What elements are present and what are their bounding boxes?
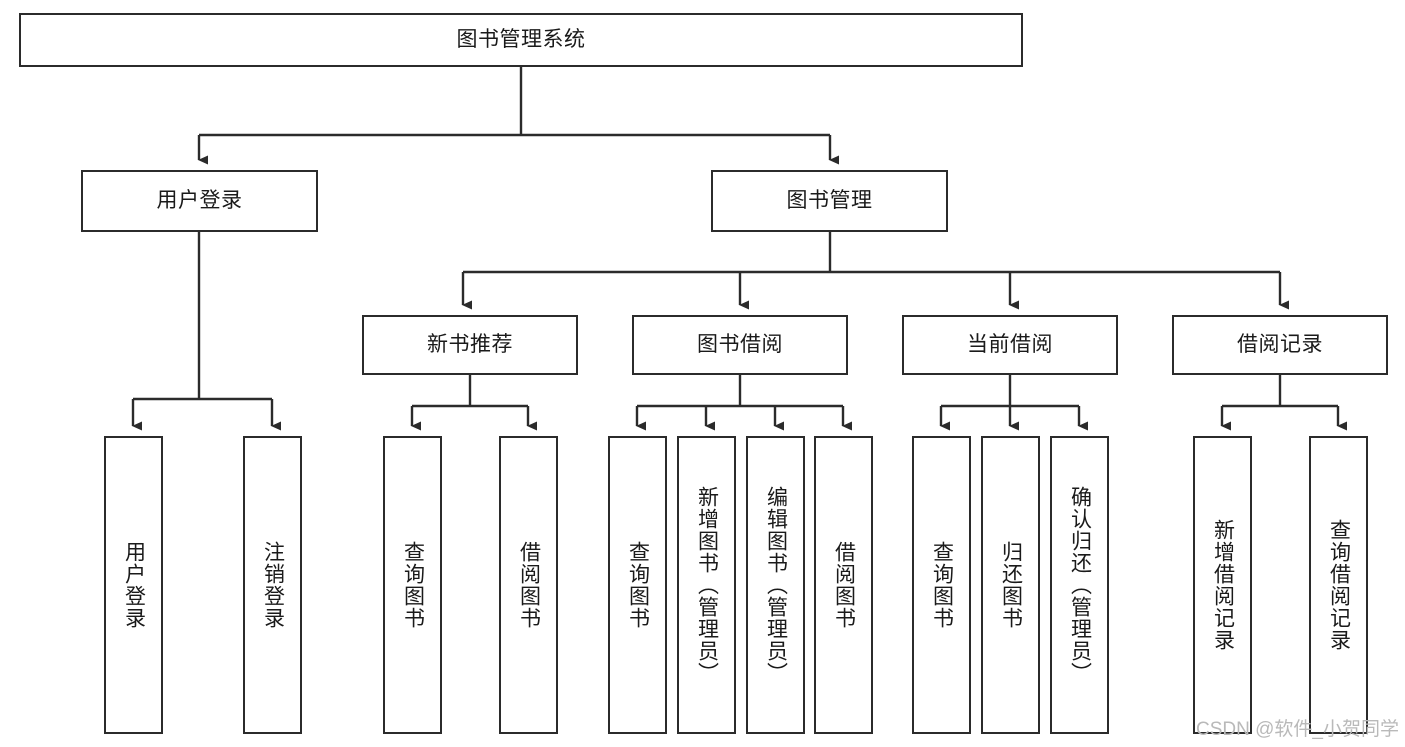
leaf-borrow-borrow-book[interactable]: 借阅图书 [814, 436, 873, 734]
node-label: 查询图书 [626, 541, 650, 629]
node-label: 编辑图书（管理员） [764, 486, 788, 684]
leaf-current-query-book[interactable]: 查询图书 [912, 436, 971, 734]
node-label: 当前借阅 [967, 332, 1053, 356]
node-book-borrow[interactable]: 图书借阅 [632, 315, 848, 375]
leaf-recommend-borrow-book[interactable]: 借阅图书 [499, 436, 558, 734]
leaf-borrow-edit-book-admin[interactable]: 编辑图书（管理员） [746, 436, 805, 734]
node-label: 查询图书 [930, 541, 954, 629]
node-label: 查询图书 [401, 541, 425, 629]
node-current-borrow[interactable]: 当前借阅 [902, 315, 1118, 375]
node-book-management[interactable]: 图书管理 [711, 170, 948, 232]
node-label: 借阅图书 [517, 541, 541, 629]
node-label: 注销登录 [261, 541, 285, 629]
node-user-login[interactable]: 用户登录 [81, 170, 318, 232]
leaf-record-query-record[interactable]: 查询借阅记录 [1309, 436, 1368, 734]
node-label: 用户登录 [156, 188, 243, 212]
node-new-book-recommend[interactable]: 新书推荐 [362, 315, 578, 375]
node-label: 图书管理系统 [456, 27, 586, 51]
node-label: 归还图书 [999, 541, 1023, 629]
node-label: 查询借阅记录 [1327, 519, 1351, 651]
node-label: 图书管理 [786, 188, 873, 212]
node-root-system[interactable]: 图书管理系统 [19, 13, 1023, 67]
node-label: 新增图书（管理员） [695, 486, 719, 684]
leaf-current-confirm-return-admin[interactable]: 确认归还（管理员） [1050, 436, 1109, 734]
node-label: 用户登录 [122, 541, 146, 629]
leaf-current-return-book[interactable]: 归还图书 [981, 436, 1040, 734]
node-label: 图书借阅 [697, 332, 783, 356]
leaf-borrow-query-book[interactable]: 查询图书 [608, 436, 667, 734]
node-label: 新书推荐 [427, 332, 513, 356]
leaf-user-logout[interactable]: 注销登录 [243, 436, 302, 734]
node-label: 借阅记录 [1237, 332, 1323, 356]
node-borrow-record[interactable]: 借阅记录 [1172, 315, 1388, 375]
leaf-record-add-record[interactable]: 新增借阅记录 [1193, 436, 1252, 734]
leaf-recommend-query-book[interactable]: 查询图书 [383, 436, 442, 734]
node-label: 新增借阅记录 [1211, 519, 1235, 651]
leaf-borrow-add-book-admin[interactable]: 新增图书（管理员） [677, 436, 736, 734]
node-label: 确认归还（管理员） [1068, 486, 1092, 684]
node-label: 借阅图书 [832, 541, 856, 629]
watermark-text: CSDN @软件_小贺同学 [1196, 719, 1399, 740]
leaf-user-login[interactable]: 用户登录 [104, 436, 163, 734]
